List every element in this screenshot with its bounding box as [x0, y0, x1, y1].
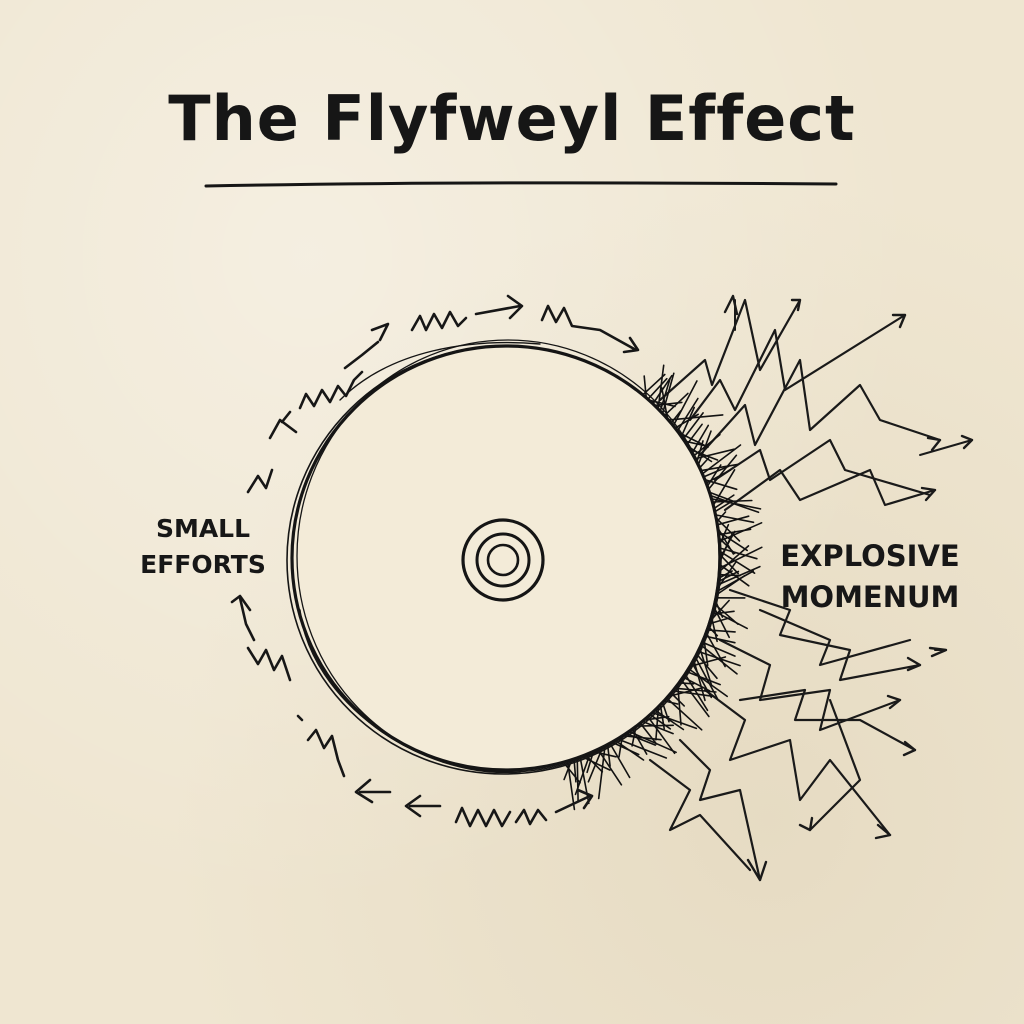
hatch-stroke	[640, 723, 658, 745]
hatch-stroke	[642, 721, 674, 735]
hatch-stroke	[701, 641, 736, 657]
hatch-stroke	[655, 709, 685, 731]
small-efforts-label-line-1: SMALL	[155, 514, 251, 543]
hatch-stroke	[700, 644, 738, 675]
hatch-stroke	[686, 423, 703, 445]
flywheel-rim	[286, 339, 722, 775]
hatch-stroke	[708, 491, 735, 503]
hatch-stroke	[672, 380, 698, 426]
hatch-stroke	[713, 494, 735, 510]
hatch-stroke	[637, 724, 675, 727]
hatch-stroke	[708, 617, 731, 625]
hatch-stroke	[718, 523, 730, 546]
hatch-stroke	[624, 735, 662, 741]
diagram-title: The Flyfweyl Effect	[168, 82, 856, 155]
hatch-stroke	[563, 762, 581, 784]
hatch-stroke	[711, 499, 753, 503]
hatch-stroke	[586, 752, 594, 774]
hatch-stroke	[672, 690, 715, 698]
hatch-stroke	[701, 444, 742, 475]
hatch-stroke	[606, 745, 611, 768]
hatch-stroke	[712, 468, 736, 507]
hatch-stroke	[710, 497, 762, 510]
hatch-stroke	[666, 697, 703, 731]
hatch-stroke	[597, 746, 606, 800]
hatch-stroke	[719, 533, 733, 563]
hatch-stroke	[719, 550, 756, 575]
explosive-momentum-label-line-1: EXPLOSIVE	[780, 539, 960, 573]
hatch-stroke	[693, 659, 706, 702]
hatch-stroke	[680, 679, 710, 718]
small-efforts-label-line-2: EFFORTS	[140, 550, 266, 580]
hatch-stroke	[642, 373, 666, 395]
hatch-stroke	[609, 743, 631, 779]
hatch-stroke	[563, 761, 572, 781]
hatch-stroke	[717, 565, 761, 586]
hatch-stroke	[680, 406, 696, 437]
hatch-stroke	[582, 756, 611, 771]
hatch-stroke	[718, 547, 758, 560]
hatch-stroke	[585, 755, 604, 773]
hatch-stroke	[704, 635, 736, 644]
hatch-stroke	[718, 570, 733, 579]
title-underline	[204, 181, 838, 188]
hatch-stroke	[689, 656, 727, 668]
hatch-stroke	[715, 517, 741, 542]
motion-hatching	[563, 364, 763, 811]
small-effort-arrows	[230, 294, 640, 828]
hatch-stroke	[655, 707, 660, 741]
small-efforts-label: SMALL EFFORTS	[128, 511, 278, 584]
explosive-momentum-label: EXPLOSIVE MOMENUM	[770, 536, 970, 617]
hatch-stroke	[699, 647, 713, 686]
hatch-stroke	[707, 454, 738, 491]
explosive-momentum-label-line-2: MOMENUM	[780, 579, 960, 614]
hatch-stroke	[691, 424, 710, 454]
explosion-burst	[648, 298, 942, 882]
hatch-stroke	[652, 712, 698, 730]
hatch-stroke	[718, 545, 750, 573]
hatch-stroke	[650, 714, 672, 730]
hatch-stroke	[676, 397, 699, 432]
hatch-stroke	[716, 511, 727, 523]
hatch-stroke	[688, 668, 729, 698]
hatch-stroke	[647, 716, 676, 755]
hatch-stroke	[718, 521, 763, 543]
hatch-stroke	[706, 629, 736, 633]
hatch-stroke	[566, 762, 576, 811]
hatch-stroke	[714, 500, 733, 513]
hatch-stroke	[629, 731, 677, 754]
hatch-stroke	[647, 377, 668, 400]
hatch-stroke	[668, 414, 724, 421]
hatch-stroke	[689, 448, 719, 461]
hatch-stroke	[664, 392, 689, 416]
hatch-stroke	[573, 760, 577, 783]
hatch-stroke	[682, 676, 711, 692]
hatch-stroke	[696, 653, 718, 680]
hatch-stroke	[693, 433, 721, 457]
hatch-stroke	[657, 364, 665, 409]
hatch-stroke	[674, 413, 700, 429]
hatch-stroke	[696, 440, 704, 463]
hatch-stroke	[699, 457, 710, 469]
hatch-stroke	[618, 738, 668, 759]
hatch-stroke	[717, 560, 738, 589]
hatch-stroke	[659, 377, 671, 411]
hatch-stroke	[668, 686, 705, 697]
hatch-stroke	[716, 574, 746, 596]
hatch-stroke	[716, 515, 750, 526]
hatch-stroke	[682, 412, 704, 440]
explosion-stray-lines	[734, 299, 973, 651]
hatch-stroke	[697, 430, 712, 466]
hatch-stroke	[706, 464, 722, 487]
explosion-arrowheads	[723, 294, 974, 882]
flywheel-hub	[461, 518, 545, 602]
hatch-stroke	[717, 570, 740, 583]
hatch-stroke	[598, 749, 623, 786]
hatch-stroke	[612, 742, 640, 756]
hatch-stroke	[686, 671, 722, 686]
